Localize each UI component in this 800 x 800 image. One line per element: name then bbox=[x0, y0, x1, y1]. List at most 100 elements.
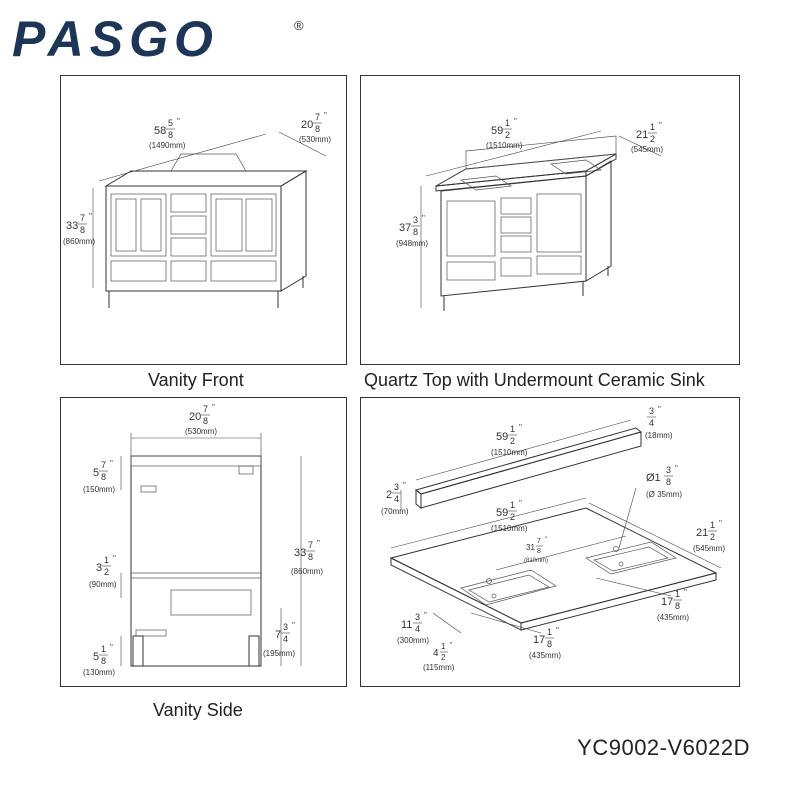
svg-text:(545mm): (545mm) bbox=[693, 544, 725, 553]
svg-text:58: 58 bbox=[154, 125, 166, 137]
svg-text:": " bbox=[658, 405, 661, 414]
side-height-dimension: 33 7 8 " (860mm) bbox=[291, 539, 323, 576]
svg-text:20: 20 bbox=[301, 119, 313, 131]
svg-text:(860mm): (860mm) bbox=[63, 237, 95, 246]
svg-text:": " bbox=[556, 626, 559, 635]
svg-text:Ø1: Ø1 bbox=[646, 472, 661, 484]
right-sink-width-dimension: 17 1 8 " (435mm) bbox=[657, 588, 689, 622]
svg-text:(860mm): (860mm) bbox=[291, 567, 323, 576]
svg-text:(1510mm): (1510mm) bbox=[491, 524, 528, 533]
svg-text:": " bbox=[317, 539, 320, 548]
svg-text:21: 21 bbox=[696, 527, 708, 539]
svg-text:8: 8 bbox=[675, 601, 680, 611]
faucet-hole-dimension: Ø1 3 8 " (Ø 35mm) bbox=[646, 464, 682, 499]
svg-text:": " bbox=[110, 643, 113, 652]
svg-text:8: 8 bbox=[547, 639, 552, 649]
svg-text:17: 17 bbox=[661, 596, 673, 608]
caption-vanity-front: Vanity Front bbox=[148, 370, 244, 390]
svg-text:": " bbox=[519, 423, 522, 432]
svg-text:2: 2 bbox=[510, 436, 515, 446]
brand-mark: ® bbox=[294, 18, 304, 33]
svg-text:(435mm): (435mm) bbox=[657, 613, 689, 622]
svg-text:7: 7 bbox=[308, 540, 313, 550]
svg-text:3: 3 bbox=[96, 562, 102, 574]
svg-text:59: 59 bbox=[496, 431, 508, 443]
top-height-dimension: 37 3 8 " (948mm) bbox=[396, 214, 428, 248]
svg-text:2: 2 bbox=[710, 532, 715, 542]
svg-text:": " bbox=[659, 121, 662, 130]
svg-text:(1510mm): (1510mm) bbox=[491, 448, 528, 457]
side-depth-dimension: 20 7 8 " (530mm) bbox=[185, 403, 217, 436]
svg-text:": " bbox=[422, 214, 425, 223]
svg-text:": " bbox=[110, 459, 113, 468]
svg-text:4: 4 bbox=[433, 648, 439, 659]
splash-thickness-dimension: 3 4 " (18mm) bbox=[645, 405, 673, 440]
pasgo-logo: PASGO ® bbox=[12, 14, 304, 64]
svg-text:2: 2 bbox=[650, 134, 655, 144]
splash-height-dimension: 2 3 4 " (70mm) bbox=[381, 481, 409, 516]
vanity-with-top-drawing bbox=[435, 135, 617, 311]
svg-text:3: 3 bbox=[649, 406, 654, 416]
front-width-dimension: 58 5 8 " (1490mm) bbox=[149, 117, 186, 150]
svg-text:59: 59 bbox=[491, 125, 503, 137]
svg-text:31: 31 bbox=[526, 543, 535, 552]
svg-text:17: 17 bbox=[533, 634, 545, 646]
side-drawer-dimension: 7 3 4 " (195mm) bbox=[263, 621, 295, 658]
svg-text:8: 8 bbox=[315, 124, 320, 134]
vanity-front-drawing bbox=[104, 153, 308, 308]
svg-text:1: 1 bbox=[101, 644, 106, 654]
svg-text:(70mm): (70mm) bbox=[381, 507, 409, 516]
svg-text:8: 8 bbox=[203, 416, 208, 426]
svg-text:33: 33 bbox=[294, 547, 306, 559]
svg-text:7: 7 bbox=[80, 213, 85, 223]
svg-text:11: 11 bbox=[401, 619, 412, 631]
svg-text:7: 7 bbox=[275, 629, 281, 641]
panel-vanity-side: 20 7 8 " (530mm) 5 7 8 " (150mm) 3 1 2 "… bbox=[60, 397, 347, 687]
svg-text:4: 4 bbox=[283, 634, 288, 644]
svg-text:5: 5 bbox=[93, 467, 99, 479]
svg-text:7: 7 bbox=[203, 404, 208, 414]
svg-text:": " bbox=[212, 403, 215, 412]
svg-text:2: 2 bbox=[386, 489, 392, 501]
svg-text:1: 1 bbox=[104, 555, 109, 565]
svg-text:": " bbox=[519, 499, 522, 508]
svg-text:8: 8 bbox=[101, 472, 106, 482]
svg-text:(530mm): (530mm) bbox=[185, 427, 217, 436]
svg-text:21: 21 bbox=[636, 129, 648, 141]
top-depth-dimension: 21 1 2 " (545mm) bbox=[631, 121, 663, 154]
svg-text:8: 8 bbox=[537, 548, 541, 555]
svg-text:33: 33 bbox=[66, 220, 78, 232]
svg-text:20: 20 bbox=[189, 411, 201, 423]
svg-text:": " bbox=[403, 481, 406, 490]
svg-text:5: 5 bbox=[168, 118, 173, 128]
svg-text:(195mm): (195mm) bbox=[263, 649, 295, 658]
svg-text:(115mm): (115mm) bbox=[423, 663, 455, 672]
splash-length-dimension: 59 1 2 " (1510mm) bbox=[491, 423, 528, 457]
edge-distance-dimension: 4 1 2 " (115mm) bbox=[423, 642, 455, 672]
svg-text:4: 4 bbox=[415, 624, 420, 634]
front-depth-dimension: 20 7 8 " (530mm) bbox=[299, 111, 331, 144]
caption-vanity-side: Vanity Side bbox=[153, 700, 243, 720]
svg-text:1: 1 bbox=[505, 118, 510, 128]
svg-text:(435mm): (435mm) bbox=[529, 651, 561, 660]
svg-text:": " bbox=[545, 537, 547, 543]
svg-text:2: 2 bbox=[441, 653, 446, 662]
svg-text:": " bbox=[514, 117, 517, 126]
svg-text:8: 8 bbox=[80, 225, 85, 235]
svg-text:": " bbox=[113, 554, 116, 563]
svg-text:37: 37 bbox=[399, 222, 411, 234]
svg-text:8: 8 bbox=[308, 552, 313, 562]
svg-text:(300mm): (300mm) bbox=[397, 636, 429, 645]
svg-text:1: 1 bbox=[441, 642, 446, 651]
svg-text:5: 5 bbox=[93, 651, 99, 663]
svg-text:": " bbox=[684, 588, 687, 597]
svg-text:1: 1 bbox=[675, 589, 680, 599]
svg-text:1: 1 bbox=[547, 627, 552, 637]
svg-text:": " bbox=[177, 117, 180, 126]
svg-text:": " bbox=[450, 642, 453, 649]
svg-text:(18mm): (18mm) bbox=[645, 431, 673, 440]
front-height-dimension: 33 7 8 " (860mm) bbox=[63, 212, 95, 246]
svg-text:(948mm): (948mm) bbox=[396, 239, 428, 248]
svg-text:8: 8 bbox=[101, 656, 106, 666]
top-depth-detail-dimension: 21 1 2 " (545mm) bbox=[693, 519, 725, 553]
